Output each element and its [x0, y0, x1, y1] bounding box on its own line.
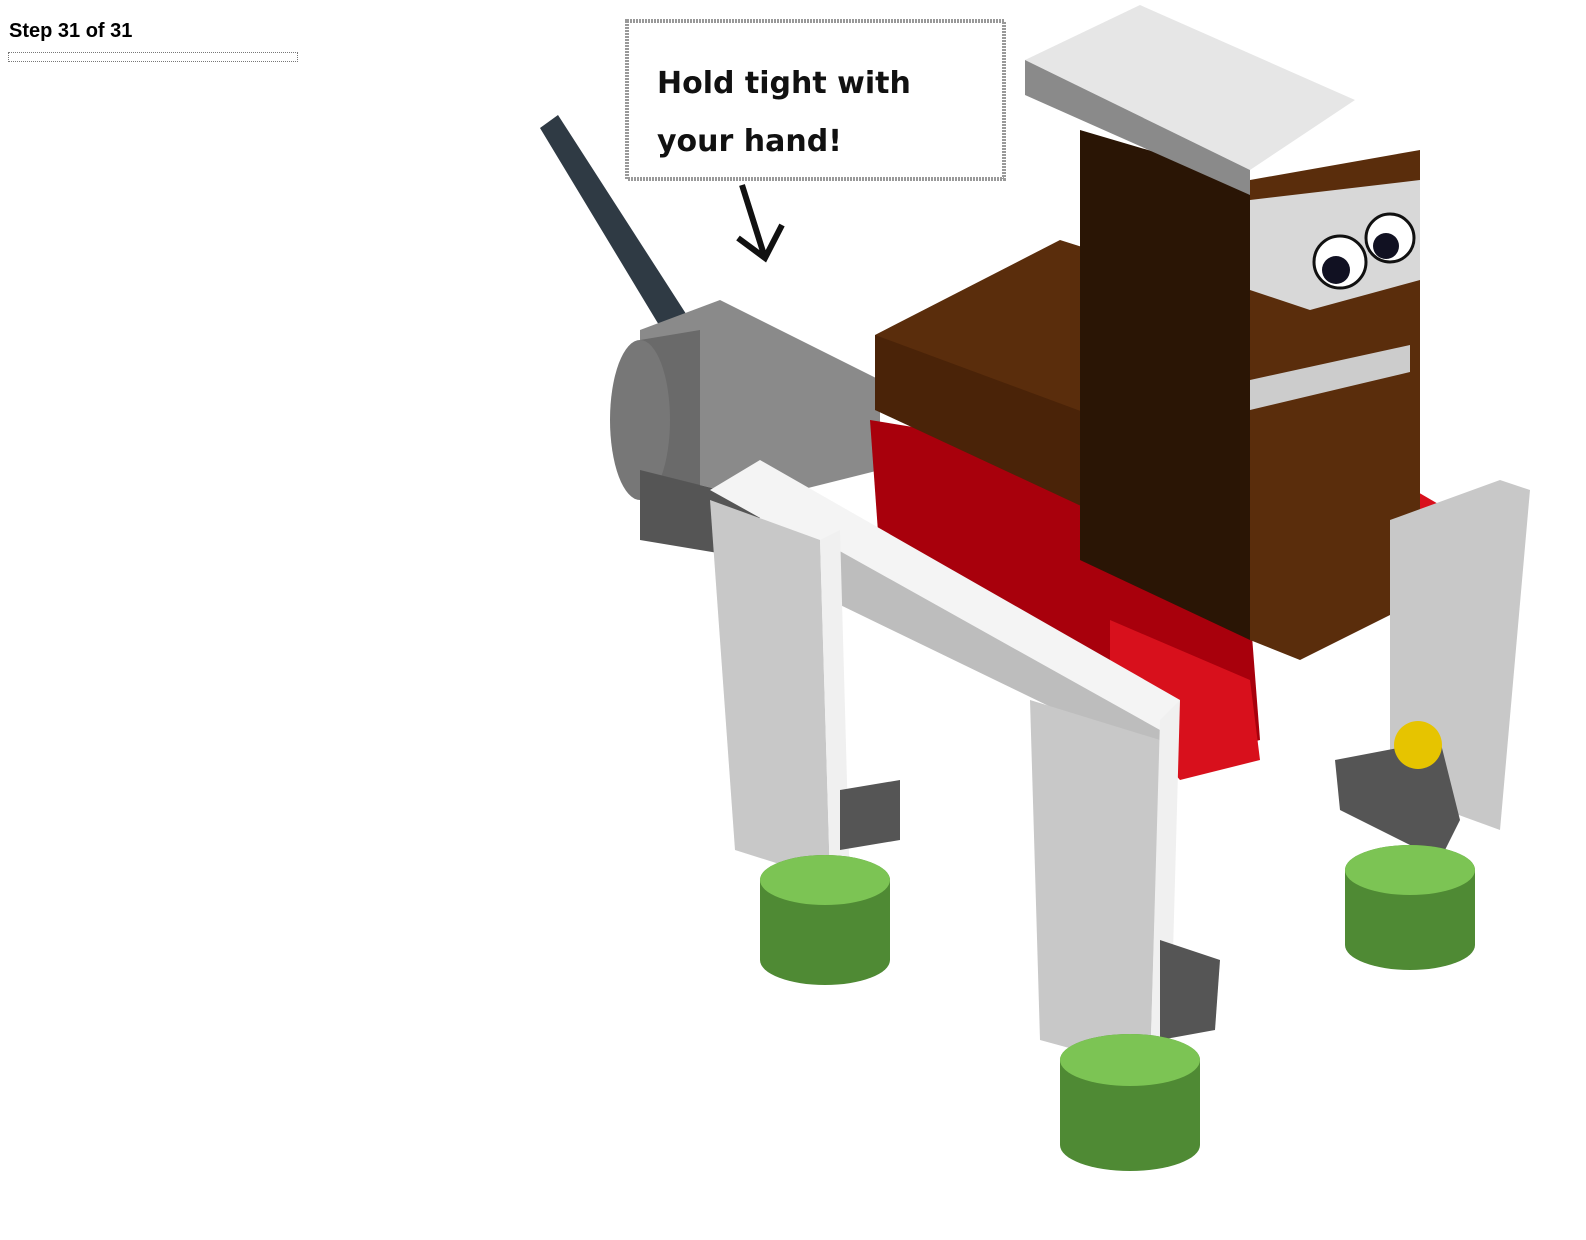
- rear-connector: [1335, 740, 1460, 860]
- lego-model-illustration: Hold tight with your hand!: [540, 5, 1530, 1171]
- callout-line-2: your hand!: [657, 124, 842, 159]
- green-feet: [760, 845, 1475, 1171]
- brown-body: [875, 130, 1420, 660]
- cable: [540, 115, 690, 335]
- arrow-down-icon: [736, 184, 785, 263]
- comb-piece: [1025, 5, 1355, 170]
- callout-line-1: Hold tight with: [657, 66, 911, 101]
- front-frame: [710, 460, 1180, 1070]
- instruction-callout: Hold tight with your hand!: [625, 19, 1006, 263]
- step-counter: Step 31 of 31: [9, 20, 133, 42]
- step-progress-bar: [8, 52, 298, 62]
- motor: [610, 300, 880, 560]
